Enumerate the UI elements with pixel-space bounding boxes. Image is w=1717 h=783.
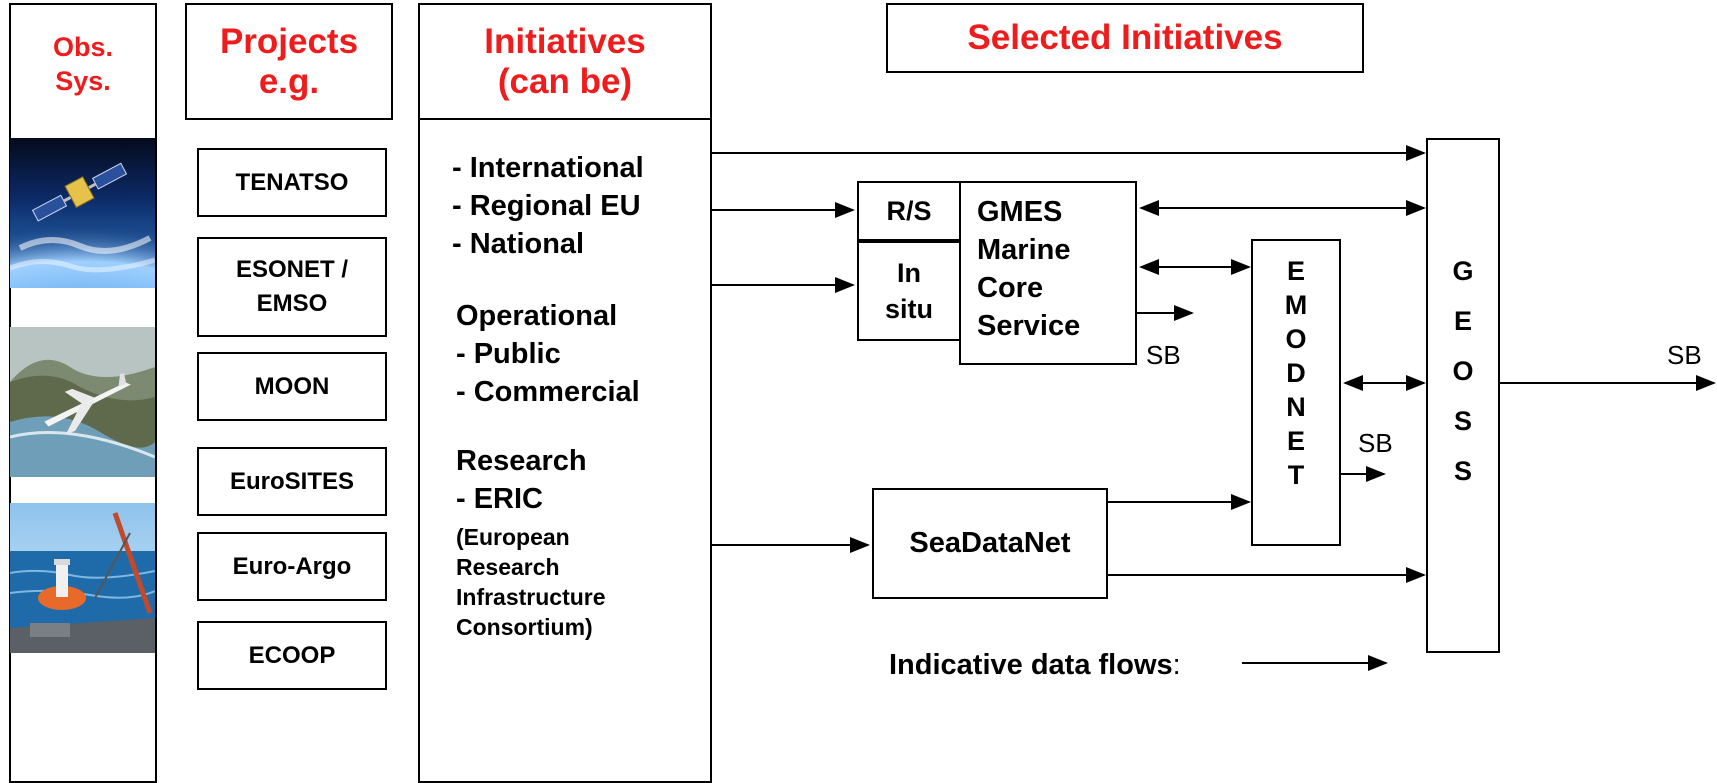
project-box-ecoop: ECOOP [197, 621, 387, 690]
emodnet-label: E M O D N E T [1284, 256, 1308, 490]
initiatives-header: Initiatives (can be) [484, 22, 646, 101]
insitu-node: In situ [884, 258, 933, 324]
geoss-box [1426, 138, 1500, 653]
eric-definition-note: (European Research Infrastructure Consor… [456, 524, 606, 640]
geoss-label: G E O S S [1452, 256, 1474, 486]
selected-initiatives-header: Selected Initiatives [886, 3, 1364, 73]
project-box-esonet-emso: ESONET / EMSO [197, 237, 387, 337]
sb-label-emodnet: SB [1358, 428, 1393, 458]
projects-header-box [185, 3, 393, 120]
seadatanet-box: SeaDataNet [872, 488, 1108, 599]
legend-label: Indicative data flows [889, 649, 1173, 681]
rs-insitu-divider [857, 239, 961, 243]
sb-label-gmes: SB [1146, 340, 1181, 370]
gmes-marine-core-service-box [959, 181, 1137, 365]
initiatives-group-research: Research - ERIC [456, 445, 587, 515]
gmes-marine-core-service-label: GMES Marine Core Service [977, 196, 1081, 342]
project-box-tenatso: TENATSO [197, 148, 387, 217]
project-box-moon: MOON [197, 352, 387, 421]
initiatives-body-box [418, 118, 712, 783]
initiatives-group-scope: - International - Regional EU - National [452, 152, 644, 260]
initiatives-header-box [418, 3, 712, 120]
rs-node: R/S [886, 195, 932, 226]
project-box-euro-argo: Euro-Argo [197, 532, 387, 601]
ship-buoy-photo [10, 503, 155, 653]
satellite-earth-photo [10, 138, 155, 288]
rs-insitu-box [857, 181, 961, 341]
project-box-eurosites: EuroSITES [197, 447, 387, 516]
sb-label-geoss: SB [1667, 340, 1702, 370]
projects-header: Projects e.g. [219, 22, 359, 101]
legend: Indicative data flows: [889, 645, 1181, 685]
obs-sys-header: Obs. Sys. [52, 32, 113, 96]
initiatives-group-operational: Operational - Public - Commercial [456, 300, 640, 408]
emodnet-box [1251, 239, 1341, 546]
aircraft-coast-photo [10, 327, 155, 477]
legend-suffix: : [1172, 649, 1181, 681]
